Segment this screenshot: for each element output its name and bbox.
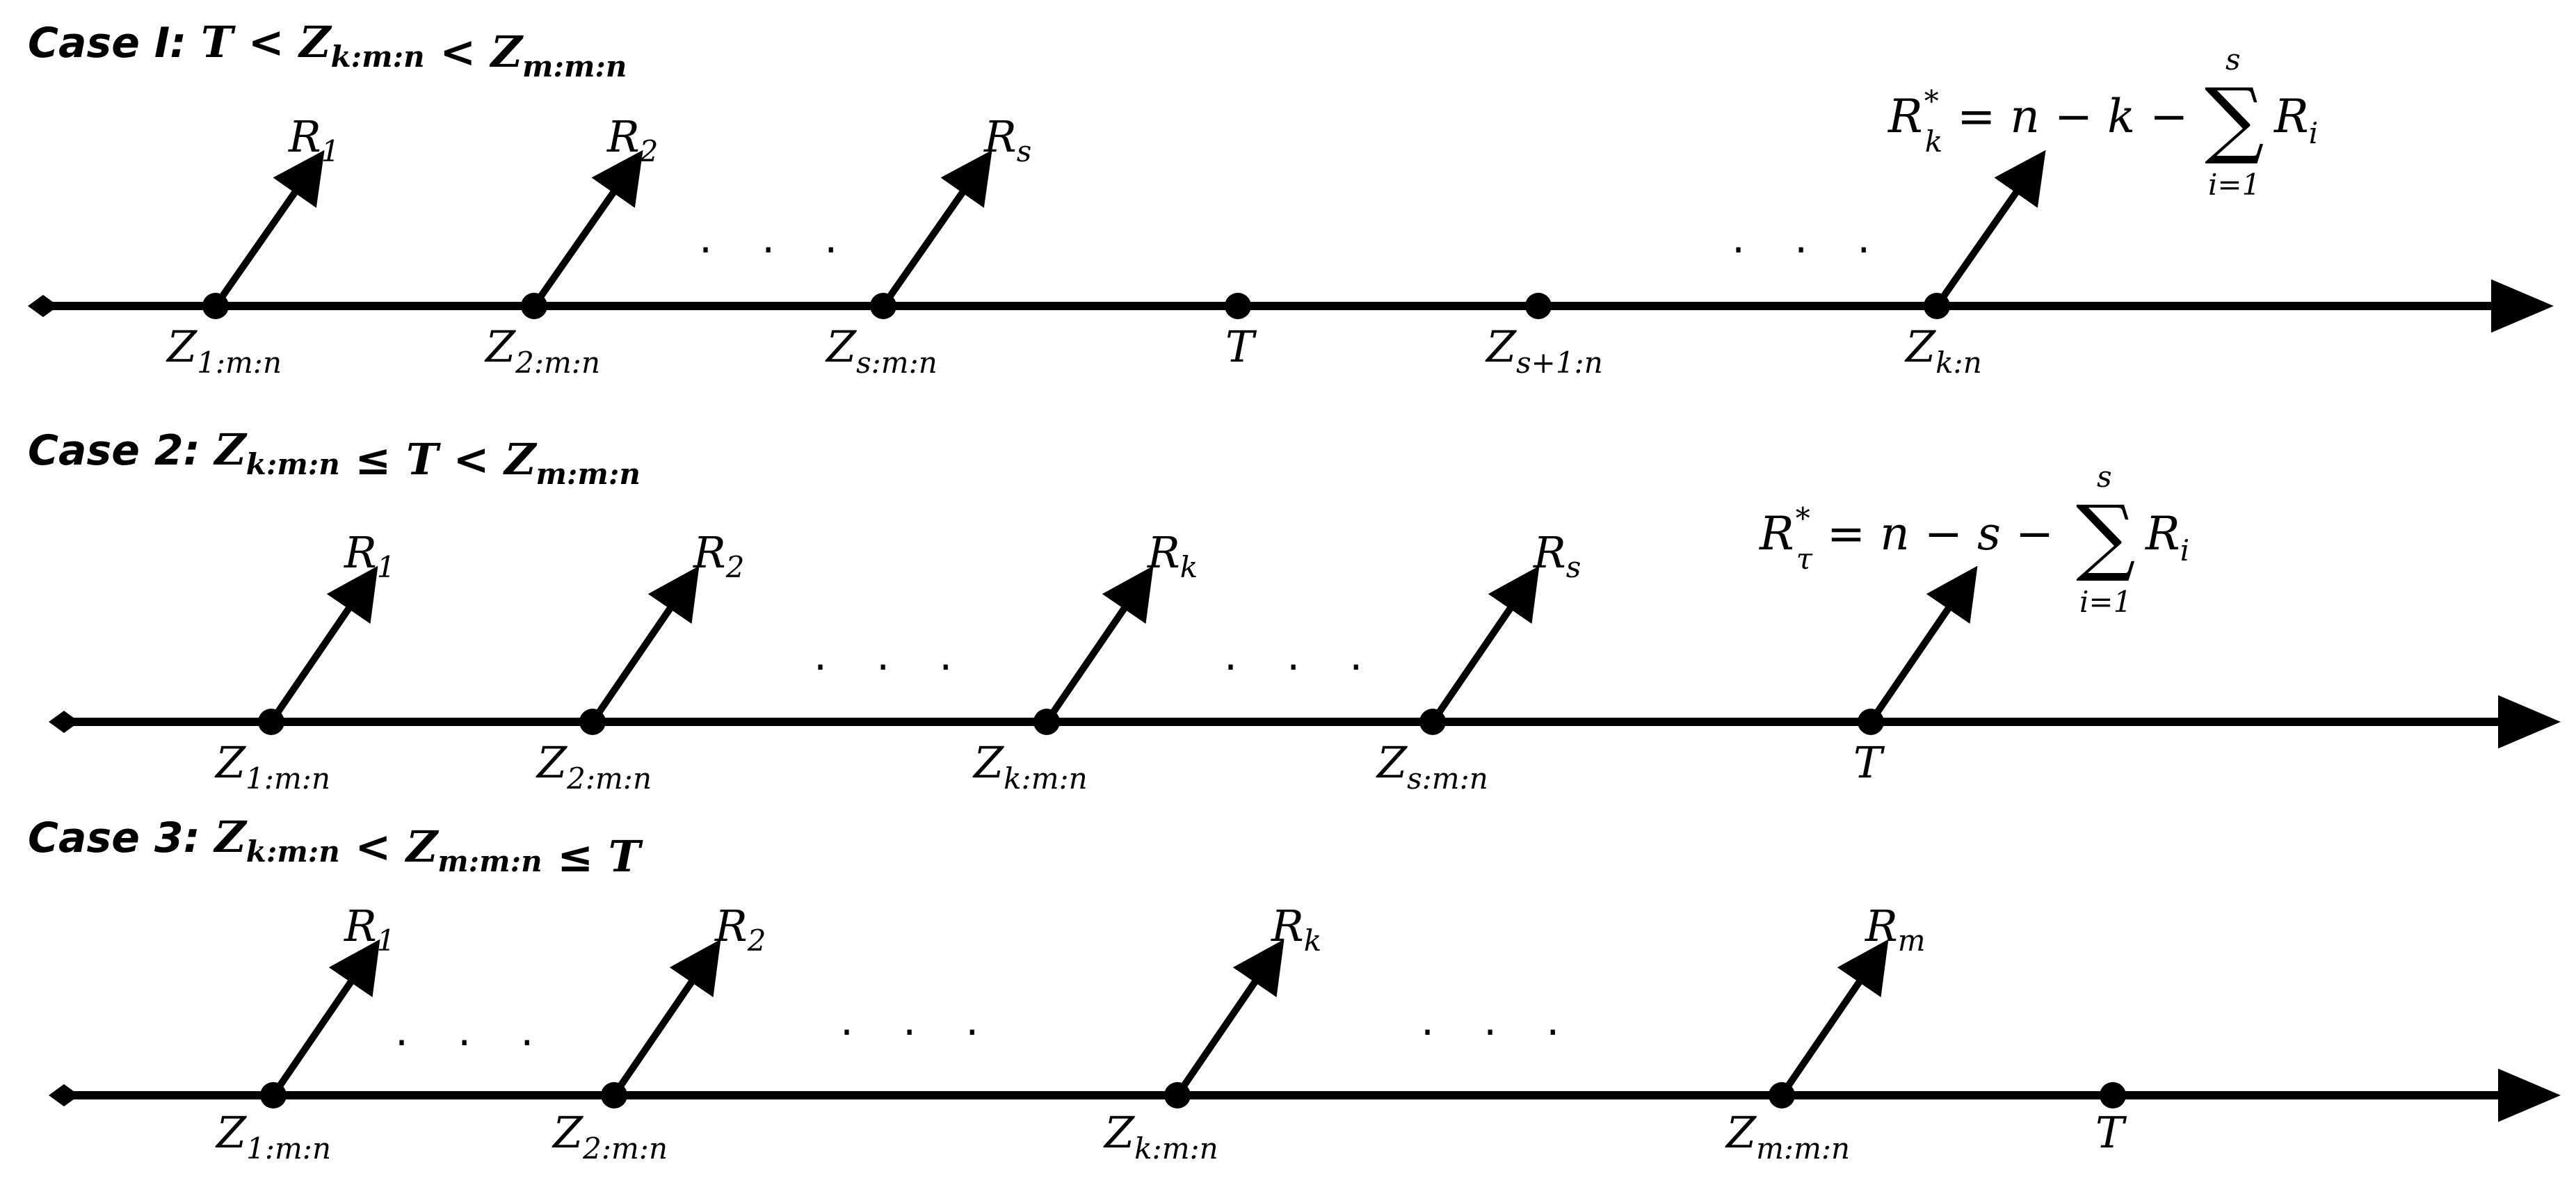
removal-arrow <box>531 150 643 308</box>
removal-arrow <box>1778 939 1889 1097</box>
point-label: Zk:m:n <box>972 737 1088 796</box>
point-t <box>1225 293 1251 319</box>
case-title: Case I: T < Zk:m:n < Zm:m:n <box>28 17 627 83</box>
ellipsis: · · · <box>1732 226 1888 275</box>
point-t <box>2100 1082 2126 1109</box>
axis-origin-diamond <box>28 295 58 317</box>
sum-lower-limit: i=1 <box>2079 585 2132 619</box>
axis-origin-diamond <box>49 1084 79 1106</box>
point-label: Z1:m:n <box>215 1107 331 1166</box>
sum-term: Ri <box>2273 90 2318 150</box>
removal-arrow <box>1429 565 1540 724</box>
point-label: Z1:m:n <box>214 737 330 796</box>
removal-label: R2 <box>693 527 744 584</box>
point-label: T <box>1853 737 1885 788</box>
remaining-removal-equation: R*k = n − k − <box>1887 84 2188 159</box>
sum-symbol: ∑ <box>2205 71 2264 168</box>
ellipsis: · · · <box>1421 1008 1577 1057</box>
point-label: Zs+1:n <box>1485 321 1603 380</box>
removal-label: R2 <box>714 901 766 958</box>
axis-origin-diamond <box>49 711 79 733</box>
point-label: Zs:m:n <box>825 321 937 380</box>
sum-symbol: ∑ <box>2076 488 2136 585</box>
point-label: T <box>2095 1107 2127 1158</box>
removal-arrow <box>212 150 325 308</box>
sum-upper-limit: s <box>2225 42 2241 76</box>
point-label: T <box>1225 321 1257 372</box>
point-label: Z2:m:n <box>552 1107 668 1166</box>
removal-label: Rk <box>1271 901 1321 958</box>
removal-label: R1 <box>344 527 395 584</box>
point-label: Zm:m:n <box>1725 1107 1850 1166</box>
removal-label: Rk <box>1147 527 1198 584</box>
removal-label: Rm <box>1865 901 1926 958</box>
removal-label: Rs <box>1533 527 1581 584</box>
point-label: Zk:m:n <box>1103 1107 1218 1166</box>
removal-arrow <box>611 939 721 1097</box>
removal-label: R1 <box>288 111 339 168</box>
ellipsis: · · · <box>814 643 970 692</box>
ellipsis: · · · <box>699 226 855 275</box>
remaining-removal-equation: R*τ = n − s − <box>1759 501 2054 576</box>
removal-arrow <box>589 565 700 724</box>
point-label: Z2:m:n <box>536 737 652 796</box>
ellipsis: · · · <box>1224 643 1380 692</box>
sum-upper-limit: s <box>2097 460 2112 494</box>
removal-arrow <box>270 939 380 1097</box>
removal-arrow <box>880 150 992 308</box>
sum-lower-limit: i=1 <box>2208 168 2260 202</box>
removal-label: Rs <box>983 111 1031 168</box>
case-title: Case 3: Zk:m:n < Zm:m:n ≤ T <box>28 812 643 882</box>
removal-arrow <box>1867 565 1978 724</box>
ellipsis: · · · <box>840 1008 997 1057</box>
removal-label: R2 <box>606 111 658 168</box>
removal-arrow <box>268 565 378 724</box>
point-label: Z1:m:n <box>166 321 282 380</box>
removal-label: R1 <box>344 901 395 958</box>
point-label: Zk:n <box>1904 321 1982 380</box>
point-label: Z2:m:n <box>484 321 600 380</box>
removal-arrow <box>1174 939 1285 1097</box>
case-title: Case 2: Zk:m:n ≤ T < Zm:m:n <box>28 424 641 491</box>
point-zs1 <box>1525 293 1552 319</box>
ellipsis: · · · <box>395 1019 552 1067</box>
sum-term: Ri <box>2145 507 2189 567</box>
removal-arrow <box>1933 150 2046 308</box>
removal-arrow <box>1043 565 1154 724</box>
point-label: Zs:m:n <box>1376 737 1488 796</box>
